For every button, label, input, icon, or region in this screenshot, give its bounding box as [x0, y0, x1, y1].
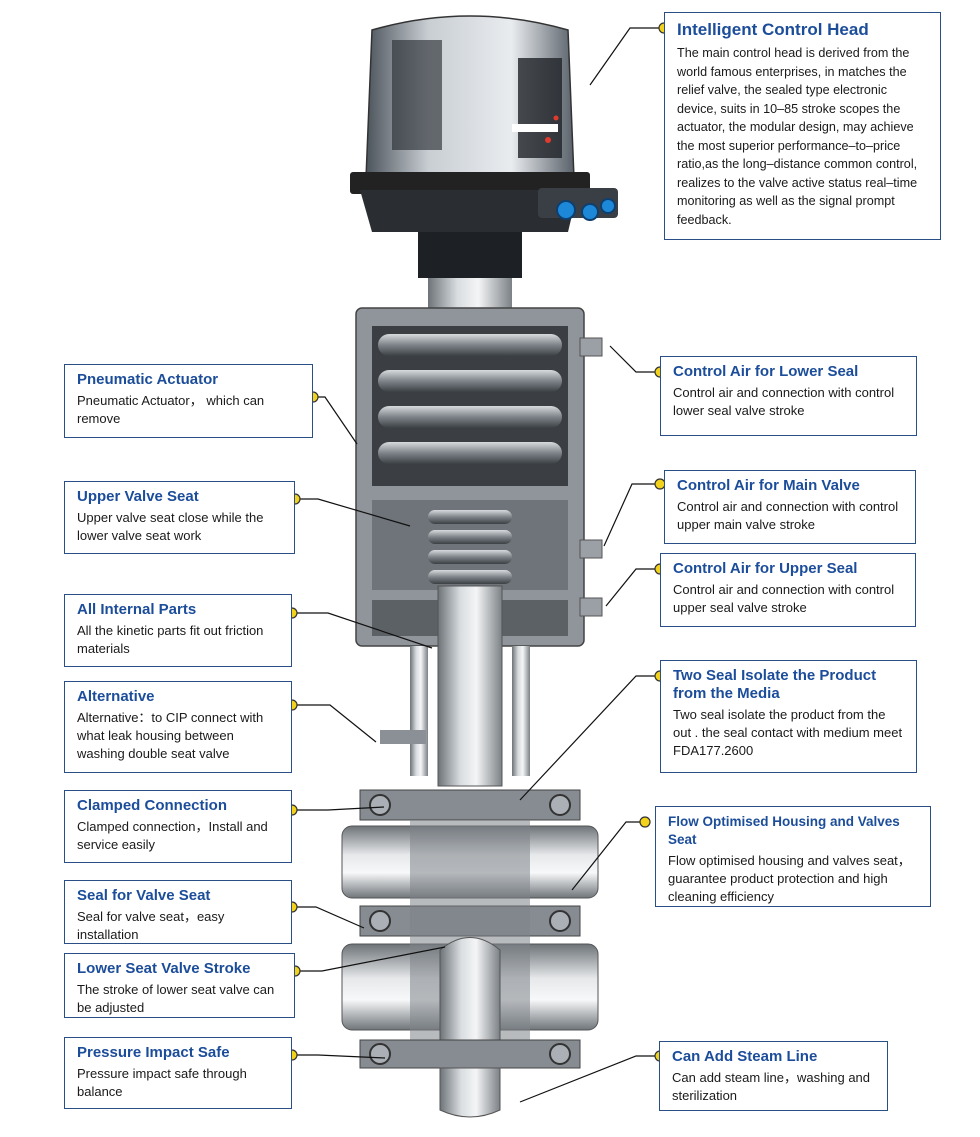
callout-title: Flow Optimised Housing and Valves Seat — [668, 814, 900, 847]
callout-body: Alternative：to CIP connect with what lea… — [77, 710, 264, 761]
callout-body: Control air and connection with control … — [677, 499, 899, 532]
callout-body: All the kinetic parts fit out friction m… — [77, 623, 264, 656]
callout-body: Upper valve seat close while the lower v… — [77, 510, 264, 543]
callout-control-air-upper-seal: Control Air for Upper Seal Control air a… — [660, 553, 916, 627]
callout-all-internal-parts: All Internal Parts All the kinetic parts… — [64, 594, 292, 667]
callout-seal-for-valve-seat: Seal for Valve Seat Seal for valve seat，… — [64, 880, 292, 944]
callout-pneumatic-actuator: Pneumatic Actuator Pneumatic Actuator， w… — [64, 364, 313, 438]
callout-title: Clamped Connection — [77, 797, 228, 814]
callout-title: Seal for Valve Seat — [77, 887, 211, 904]
callout-title: Pneumatic Actuator — [77, 371, 219, 388]
callout-body: Flow optimised housing and valves seat，g… — [668, 853, 911, 904]
callout-body: The main control head is derived from th… — [677, 46, 918, 227]
callout-body: Pressure impact safe through balance — [77, 1066, 247, 1099]
callout-body: Pneumatic Actuator， which can remove — [77, 393, 265, 426]
callout-title: Two Seal Isolate the Product from the Me… — [673, 667, 877, 702]
callout-upper-valve-seat: Upper Valve Seat Upper valve seat close … — [64, 481, 295, 554]
callout-can-add-steam-line: Can Add Steam Line Can add steam line，wa… — [659, 1041, 888, 1111]
callout-body: Control air and connection with control … — [673, 385, 895, 418]
callout-title: Control Air for Lower Seal — [673, 363, 859, 380]
callout-body: Can add steam line，washing and steriliza… — [672, 1070, 871, 1103]
callout-alternative: Alternative Alternative：to CIP connect w… — [64, 681, 292, 773]
callout-control-air-lower-seal: Control Air for Lower Seal Control air a… — [660, 356, 917, 436]
callout-body: Seal for valve seat，easy installation — [77, 909, 225, 942]
stem-illustration — [380, 585, 530, 787]
actuator-spring — [378, 334, 562, 584]
callout-body: Clamped connection，Install and service e… — [77, 819, 268, 852]
callout-body: Control air and connection with control … — [673, 582, 895, 615]
callout-title: Control Air for Upper Seal — [673, 560, 858, 577]
callout-clamped-connection: Clamped Connection Clamped connection，In… — [64, 790, 292, 863]
callout-title: Lower Seat Valve Stroke — [77, 960, 251, 977]
control-head-illustration — [350, 15, 618, 308]
callout-lower-seat-valve-stroke: Lower Seat Valve Stroke The stroke of lo… — [64, 953, 295, 1018]
callout-title: Can Add Steam Line — [672, 1048, 818, 1065]
callout-pressure-impact-safe: Pressure Impact Safe Pressure impact saf… — [64, 1037, 292, 1109]
callout-intelligent-control-head: Intelligent Control Head The main contro… — [664, 12, 941, 240]
callout-flow-optimised-housing: Flow Optimised Housing and Valves Seat F… — [655, 806, 931, 907]
callout-control-air-main-valve: Control Air for Main Valve Control air a… — [664, 470, 916, 544]
callout-body: Two seal isolate the product from the ou… — [673, 707, 903, 758]
callout-two-seal-isolate: Two Seal Isolate the Product from the Me… — [660, 660, 917, 773]
valve-housing-illustration — [341, 789, 599, 1118]
callout-body: The stroke of lower seat valve can be ad… — [77, 982, 275, 1015]
callout-title: All Internal Parts — [77, 601, 197, 618]
callout-title: Upper Valve Seat — [77, 488, 199, 505]
callout-title: Pressure Impact Safe — [77, 1044, 230, 1061]
callout-title: Intelligent Control Head — [677, 20, 869, 39]
actuator-illustration — [355, 307, 603, 647]
callout-title: Control Air for Main Valve — [677, 477, 860, 494]
callout-title: Alternative — [77, 688, 155, 705]
